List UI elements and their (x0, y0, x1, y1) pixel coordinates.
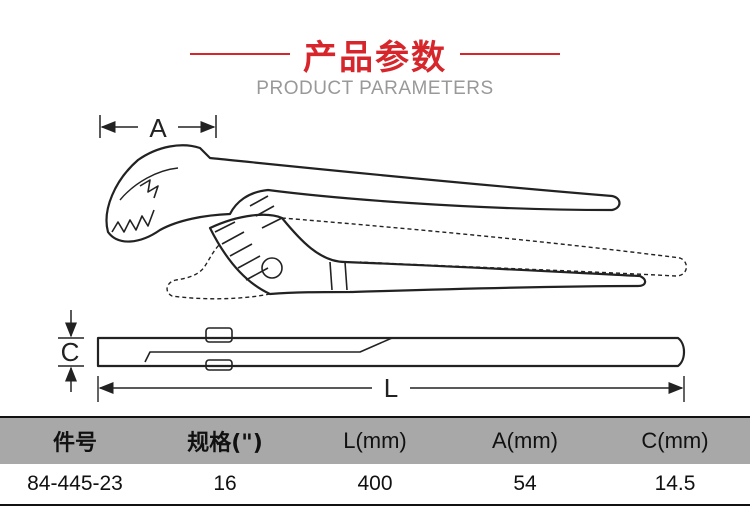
wrench-lower-handle (208, 195, 647, 296)
title-rule-left (190, 53, 290, 55)
wrench-upper-jaw (105, 144, 621, 243)
header-length: L(mm) (343, 428, 407, 453)
cell-jaw-opening: 54 (513, 472, 537, 495)
header-jaw-opening: A(mm) (492, 428, 558, 453)
cell-spec: 16 (213, 472, 237, 495)
title-rule-right (460, 53, 560, 55)
header-part-number: 件号 (52, 431, 97, 456)
wrench-diagram: A C (58, 113, 687, 403)
dimension-l-label: L (384, 373, 398, 403)
dimension-c: C (58, 310, 84, 392)
dimension-a: A (99, 113, 217, 143)
dimension-c-label: C (61, 337, 80, 367)
parameter-table: 件号 规格(") L(mm) A(mm) C(mm) 84-445-23 16 … (0, 416, 750, 506)
wrench-side-view (96, 327, 686, 371)
header-spec: 规格(") (187, 431, 263, 456)
dimension-l: L (97, 373, 685, 403)
cell-thickness: 14.5 (654, 472, 696, 495)
cell-part-number: 84-445-23 (27, 472, 123, 495)
page-subtitle: PRODUCT PARAMETERS (256, 78, 494, 99)
wrench-open-position-outline (166, 217, 687, 300)
cell-length: 400 (357, 472, 393, 495)
table-header-row: 件号 规格(") L(mm) A(mm) C(mm) (0, 416, 750, 464)
page-title: 产品参数 (303, 38, 447, 78)
header-thickness: C(mm) (641, 428, 709, 453)
dimension-a-label: A (149, 113, 167, 143)
table-row: 84-445-23 16 400 54 14.5 (0, 464, 750, 506)
